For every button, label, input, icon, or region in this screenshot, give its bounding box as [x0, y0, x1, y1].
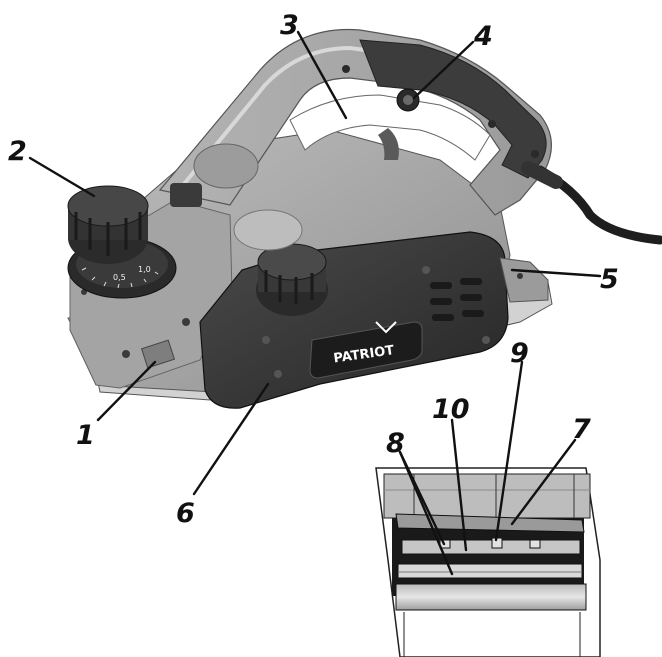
blade-clamp-bar: [401, 539, 581, 555]
handle-ridge: [173, 45, 366, 197]
callout-7: 7: [572, 414, 591, 445]
leader-line-8b: [398, 450, 446, 546]
handle-grip: [359, 39, 547, 179]
trigger: [378, 128, 399, 160]
screw-hole: [517, 273, 523, 279]
screw-hole: [262, 336, 270, 344]
leader-lines: [28, 30, 602, 576]
leader-line-4: [412, 40, 475, 100]
chip-ejection-plate: [140, 339, 176, 369]
cord-strain-relief: [521, 161, 563, 189]
leader-line-10: [450, 418, 468, 552]
depth-scale-ticks: [81, 267, 159, 289]
callout-4: 4: [473, 21, 493, 52]
leader-line-2: [28, 156, 96, 198]
leader-line-7: [510, 438, 577, 526]
callout-1: 1: [76, 420, 95, 451]
blade-drum-detail: [375, 467, 601, 657]
planer-blade: [397, 563, 583, 579]
detail-drum: [395, 583, 587, 611]
callout-6: 6: [176, 498, 195, 529]
screw-hole: [488, 120, 496, 128]
leader-line-6: [192, 382, 270, 496]
callout-8: 8: [386, 428, 405, 459]
dial-scale-label: 1,0: [138, 265, 151, 274]
cover-boss: [233, 209, 303, 251]
planer-illustration: 0,5 1,0 PATRIOT: [67, 28, 662, 409]
screw-hole: [531, 150, 539, 158]
leader-line-3: [296, 30, 348, 120]
callout-3: 3: [280, 10, 299, 41]
cover-knob-grips: [264, 270, 314, 304]
handle-slot: [289, 94, 491, 161]
dark-tab: [170, 183, 202, 207]
callout-10: 10: [432, 394, 470, 425]
screw-hole: [182, 318, 190, 326]
motor-housing: [193, 143, 259, 189]
brand-logo-mark: [375, 321, 397, 334]
leader-line-9: [494, 360, 524, 542]
blade-wedge: [395, 513, 585, 533]
dial-scale-label: 0,5: [113, 273, 126, 282]
callout-numbers: 1 2 3 4 5 6 7 8 9 10: [8, 10, 619, 529]
leader-line-5: [510, 268, 602, 278]
callout-5: 5: [600, 264, 619, 295]
leader-line-1: [96, 360, 157, 422]
screw-hole: [122, 350, 130, 358]
screw-hole: [482, 336, 490, 344]
brand-logo-plate: [309, 321, 423, 379]
depth-knob-grips: [74, 212, 142, 256]
screw-hole: [274, 370, 282, 378]
callout-2: 2: [8, 136, 27, 167]
screw-hole: [422, 266, 430, 274]
callout-9: 9: [510, 338, 529, 369]
cover-vents: [430, 278, 484, 321]
screw-hole: [342, 65, 350, 73]
lock-button-center: [403, 95, 413, 105]
depth-knob-top: [67, 185, 149, 227]
